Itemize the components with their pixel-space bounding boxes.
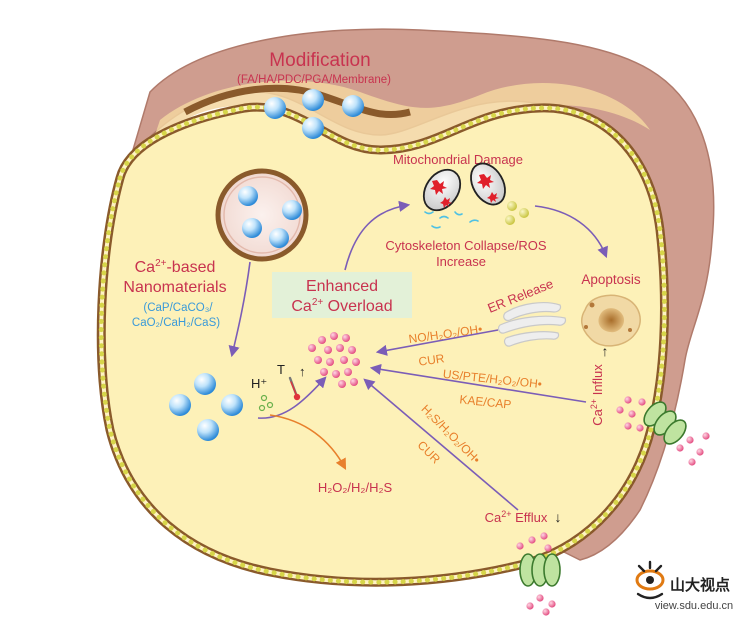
arrow-efflux-to-cluster [363, 378, 519, 511]
calcium-ion [320, 368, 328, 376]
nanoparticle [194, 373, 216, 395]
watermark-brand: 山大视点 [670, 576, 730, 594]
calcium-ion [330, 332, 338, 340]
calcium-ion [636, 424, 644, 432]
calcium-ion [624, 396, 632, 404]
proton-trigger: H⁺ [251, 376, 267, 391]
mitochondria-label: Mitochondrial Damage [393, 152, 523, 167]
nanoparticle [282, 200, 302, 220]
ros-particles [505, 201, 529, 225]
calcium-ion [528, 536, 536, 544]
calcium-ion [350, 378, 358, 386]
cytoplasm [101, 107, 665, 583]
calcium-ion [344, 368, 352, 376]
overload-line1: Enhanced [306, 278, 378, 295]
calcium-ion [536, 594, 544, 602]
nanoparticle [238, 186, 258, 206]
calcium-ion-cluster [308, 332, 360, 388]
calcium-ion [324, 346, 332, 354]
cytoskeleton-line1: Cytoskeleton Collapse/ROS [385, 238, 546, 253]
calcium-ion [624, 422, 632, 430]
nanoparticle [169, 394, 191, 416]
efflux-arrow: ↓ [555, 509, 562, 525]
influx-calcium-ions [616, 396, 710, 466]
apoptosis-label: Apoptosis [581, 272, 641, 287]
nanomaterials-title-line2: Nanomaterials [123, 279, 226, 296]
calcium-ion [542, 608, 550, 616]
calcium-ion [676, 444, 684, 452]
thermometer-icon [288, 376, 301, 401]
calcium-ion [544, 544, 552, 552]
arrow-to-overload [257, 376, 327, 419]
calcium-ion [696, 448, 704, 456]
surface-nanoparticles [264, 89, 364, 139]
calcium-ion [686, 436, 694, 444]
calcium-influx-channel [643, 401, 687, 445]
calcium-ion [688, 458, 696, 466]
nanomaterials-title-line1: Ca2+-based [135, 258, 216, 276]
nanoparticle [302, 89, 324, 111]
influx-label: Ca2+ Influx [589, 364, 605, 426]
calcium-ion [616, 406, 624, 414]
calcium-ion [326, 358, 334, 366]
free-nanoparticles [169, 373, 243, 441]
nanoparticle [269, 228, 289, 248]
calcium-ion [308, 344, 316, 352]
arrow-to-mitochondria [344, 200, 411, 271]
modification-subtitle: (FA/HA/PDC/PGA/Membrane) [237, 74, 391, 86]
calcium-ion [352, 358, 360, 366]
calcium-ion [332, 370, 340, 378]
arrow-influx-to-cluster [369, 363, 587, 403]
arrow-release [228, 261, 251, 358]
calcium-efflux-channel [519, 553, 561, 587]
apoptotic-cell-icon [580, 294, 641, 347]
nanoparticle-vesicle [215, 168, 309, 262]
proton-dots [258, 394, 274, 412]
nanoparticle [197, 419, 219, 441]
calcium-ion [548, 600, 556, 608]
nanoparticle [302, 117, 324, 139]
efflux-label: Ca2+ Efflux [485, 509, 548, 525]
calcium-ion [314, 356, 322, 364]
nanoparticle [264, 97, 286, 119]
er-stimuli-line2: CUR [418, 351, 446, 369]
temperature-up-arrow: ↑ [299, 364, 306, 379]
products-label: H₂O₂/H₂/H₂S [318, 480, 393, 495]
nanomaterials-formula-line2: CaO₂/CaH₂/CaS) [132, 317, 220, 329]
calcium-ion [338, 380, 346, 388]
efflux-calcium-ions [516, 532, 556, 616]
calcium-ion [628, 410, 636, 418]
nanomaterials-formula-line1: (CaP/CaCO₃/ [143, 302, 213, 314]
overload-box [272, 272, 412, 318]
arrow-er-to-cluster [375, 329, 499, 356]
nanoparticle [342, 95, 364, 117]
arrow-to-apoptosis [534, 205, 608, 259]
arrow-to-products [269, 414, 347, 470]
calcium-ion [318, 336, 326, 344]
calcium-ion [342, 334, 350, 342]
mitochondria-icon [422, 162, 506, 212]
calcium-ion [340, 356, 348, 364]
temperature-trigger: T [277, 362, 285, 377]
calcium-ion [336, 344, 344, 352]
cytoskeleton-line2: Increase [436, 254, 486, 269]
calcium-ion [638, 398, 646, 406]
calcium-ion [516, 542, 524, 550]
calcium-ion [702, 432, 710, 440]
calcium-ion [526, 602, 534, 610]
calcium-ion [348, 346, 356, 354]
cytoskeleton-fragments [424, 211, 479, 229]
influx-stimuli-line2: KAE/CAP [459, 392, 512, 411]
er-icon [498, 302, 567, 347]
modification-title: Modification [269, 50, 370, 71]
nanoparticle [221, 394, 243, 416]
nanoparticle [242, 218, 262, 238]
watermark-url: view.sdu.edu.cn [655, 600, 733, 612]
influx-arrow: ↑ [602, 343, 609, 359]
watermark-logo-icon [635, 560, 665, 600]
calcium-ion [540, 532, 548, 540]
overload-line2: Ca2+ Overload [291, 297, 392, 315]
